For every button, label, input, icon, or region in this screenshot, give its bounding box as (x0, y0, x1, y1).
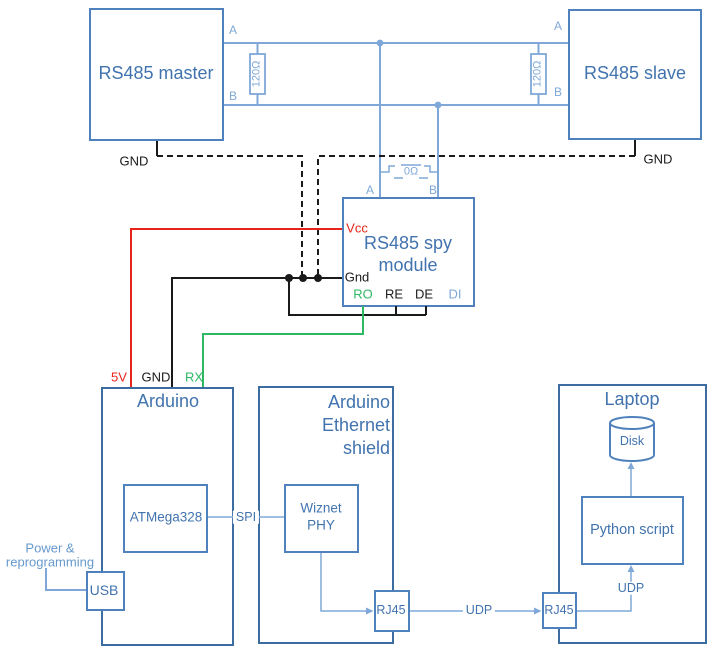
master-pin-b-label: B (228, 89, 238, 103)
rs485-spy-module-box (342, 197, 475, 307)
disk-label: Disk (619, 433, 645, 448)
disk-cylinder-top (609, 416, 655, 430)
rs485-master-box (89, 8, 224, 141)
shield-title-line1: Arduino (327, 392, 390, 412)
shield-rj45-box (374, 590, 410, 632)
laptop-title: Laptop (604, 389, 660, 409)
arduino-pin-rx-label: RX (184, 369, 204, 385)
gnd-junction-dot-3 (314, 274, 322, 282)
wiznet-phy-label-line2: PHY (307, 517, 335, 533)
spy-title-line1: RS485 spy (363, 233, 453, 253)
udp-link-label: UDP (462, 604, 496, 617)
shield-title-line2: Ethernet (321, 415, 390, 435)
master-title: RS485 master (98, 63, 214, 83)
udp-internal-label: UDP (614, 582, 648, 595)
rs485-slave-box (568, 9, 702, 140)
tap-b-label: B (428, 183, 438, 197)
slave-pin-b-label: B (553, 85, 563, 99)
arduino-title: Arduino (136, 391, 200, 411)
shield-rj45-label: RJ45 (376, 602, 406, 617)
laptop-rj45-box (542, 592, 577, 629)
atmega328-label: ATMega328 (129, 509, 203, 525)
bus-a-junction-dot (376, 39, 384, 47)
gnd-junction-dot-1 (285, 274, 293, 282)
slave-title: RS485 slave (583, 63, 687, 83)
disk-cylinder-body (609, 423, 655, 462)
spy-title-line2: module (378, 255, 438, 275)
phy-to-rj45-wire (320, 552, 366, 612)
master-gnd-label: GND (119, 153, 149, 169)
vcc-5v-wire (130, 228, 342, 387)
arrow-into-shield-rj45 (366, 607, 374, 615)
slave-gnd-dashed-wire (317, 155, 635, 277)
termination-master-label: 120Ω (250, 60, 263, 88)
master-pin-a-label: A (228, 23, 238, 37)
arduino-pin-5v-label: 5V (111, 369, 127, 385)
laptop-rj45-label: RJ45 (544, 602, 574, 617)
spy-pin-di-label: DI (448, 286, 462, 302)
wiznet-phy-box (284, 484, 359, 553)
arrow-into-laptop-rj45 (534, 607, 542, 615)
power-reprogramming-wire (45, 568, 86, 591)
usb-box (86, 571, 125, 611)
master-gnd-dashed-wire (157, 155, 303, 277)
disk-cylinder (609, 416, 655, 462)
arrow-into-disk (627, 462, 635, 469)
atmega328-box (123, 484, 208, 553)
jumper-0ohm-symbol (381, 164, 438, 179)
spi-link-label: SPI (232, 511, 260, 524)
arduino-pin-gnd-label: GND (141, 369, 171, 385)
spy-pin-de-label: DE (414, 286, 434, 302)
termination-resistor-slave (530, 53, 547, 95)
python-script-label: Python script (590, 521, 674, 538)
slave-gnd-label: GND (643, 151, 673, 167)
ro-rx-wire (202, 306, 364, 387)
shield-title-line3: shield (342, 438, 390, 458)
bus-b-junction-dot (434, 101, 442, 109)
slave-pin-a-label: A (553, 19, 563, 33)
jumper-0ohm-label: 0Ω (403, 165, 419, 178)
spy-pin-gnd-label: Gnd (344, 269, 370, 285)
spy-pin-re-label: RE (384, 286, 404, 302)
spy-pin-vcc-label: Vcc (346, 220, 368, 236)
spy-pin-ro-label: RO (353, 286, 373, 302)
re-de-to-gnd-wire (288, 278, 427, 316)
power-note-line1: Power & (25, 540, 75, 556)
termination-resistor-master (249, 53, 266, 95)
tap-a-label: A (365, 183, 375, 197)
power-note-line2: reprogramming (5, 554, 95, 570)
usb-label: USB (89, 582, 119, 598)
python-script-box (581, 496, 684, 565)
wiznet-phy-label-line1: Wiznet (300, 500, 342, 516)
termination-slave-label: 120Ω (531, 60, 544, 88)
arrow-into-python-script (627, 565, 635, 572)
gnd-junction-dot-2 (299, 274, 307, 282)
